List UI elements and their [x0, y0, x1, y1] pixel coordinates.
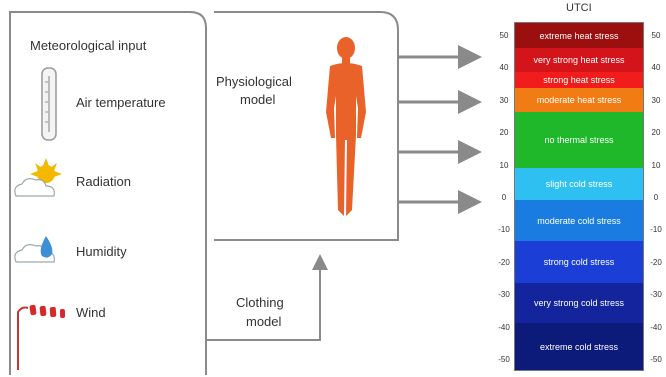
utci-tick-label: -40 [494, 323, 514, 332]
utci-band: no thermal stress [515, 112, 643, 168]
utci-band: strong heat stress [515, 72, 643, 88]
utci-tick-label: -10 [646, 225, 666, 234]
utci-band: extreme heat stress [515, 23, 643, 48]
utci-tick-label: 0 [494, 193, 514, 202]
utci-band: extreme cold stress [515, 323, 643, 370]
utci-tick-label: 30 [646, 96, 666, 105]
clothing-model-line2: model [246, 314, 281, 329]
utci-band: strong cold stress [515, 241, 643, 283]
utci-tick-label: -20 [494, 258, 514, 267]
utci-tick-label: 10 [646, 161, 666, 170]
utci-tick-label: -40 [646, 323, 666, 332]
utci-tick-label: -50 [646, 355, 666, 364]
utci-band: very strong heat stress [515, 48, 643, 72]
utci-tick-label: 50 [494, 31, 514, 40]
utci-band: moderate heat stress [515, 88, 643, 112]
utci-tick-label: 30 [494, 96, 514, 105]
utci-tick-label: 0 [646, 193, 666, 202]
utci-tick-label: 10 [494, 161, 514, 170]
utci-tick-label: 20 [494, 128, 514, 137]
utci-band: moderate cold stress [515, 200, 643, 241]
utci-tick-label: -30 [494, 290, 514, 299]
utci-tick-label: 20 [646, 128, 666, 137]
utci-tick-label: -10 [494, 225, 514, 234]
utci-tick-label: -50 [494, 355, 514, 364]
utci-tick-label: -20 [646, 258, 666, 267]
utci-title: UTCI [566, 2, 592, 14]
utci-tick-label: 50 [646, 31, 666, 40]
utci-tick-label: 40 [494, 63, 514, 72]
utci-band: very strong cold stress [515, 283, 643, 323]
utci-band: slight cold stress [515, 168, 643, 200]
utci-tick-label: 40 [646, 63, 666, 72]
utci-tick-label: -30 [646, 290, 666, 299]
clothing-model-line1: Clothing [236, 295, 284, 310]
